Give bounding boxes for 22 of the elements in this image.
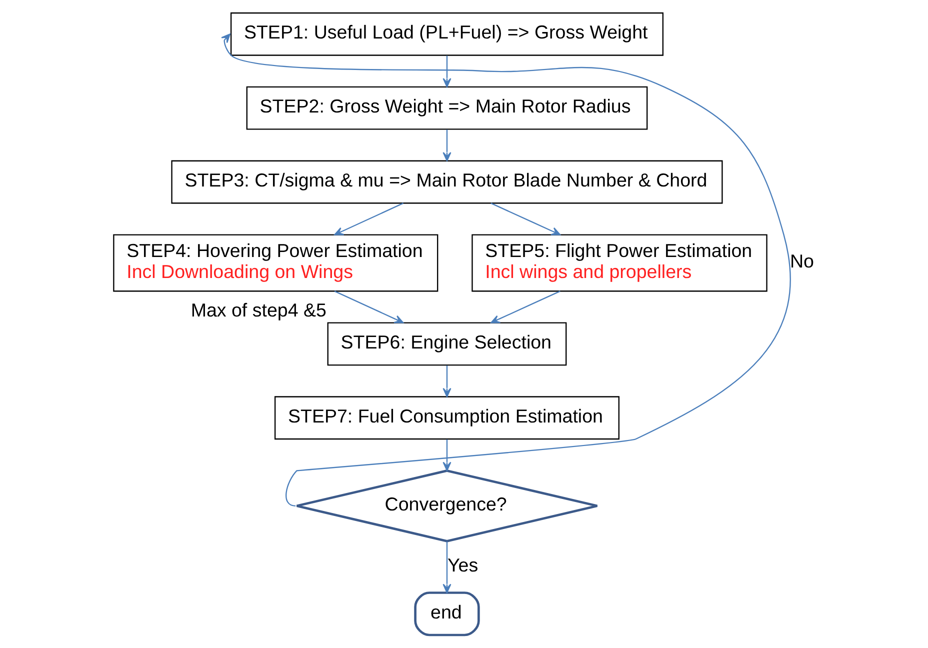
arrow: [490, 202, 561, 236]
arrow: [442, 439, 452, 472]
node-box: end: [414, 592, 480, 636]
node-label: Max of step4 &5: [190, 300, 326, 321]
arrow: [221, 34, 790, 506]
node-box: STEP7: Fuel Consumption Estimation: [274, 396, 620, 440]
node-diamond: Convergence?: [296, 470, 598, 542]
node-box: STEP2: Gross Weight => Main Rotor Radius: [246, 86, 648, 130]
arrow: [442, 130, 452, 162]
arrow: [334, 202, 404, 236]
node-box: STEP1: Useful Load (PL+Fuel) => Gross Weight: [230, 12, 664, 56]
node-box: STEP4: Hovering Power Estimation Incl Downloading on Wings: [113, 234, 438, 292]
node-box: STEP3: CT/sigma & mu => Main Rotor Blade Number & Chord: [171, 160, 723, 204]
node-box: STEP5: Flight Power Estimation Incl wings and propellers: [472, 234, 768, 292]
edge-label: Yes: [448, 554, 478, 576]
arrow: [334, 290, 404, 324]
arrow: [442, 542, 452, 594]
arrow: [442, 56, 452, 88]
edge-label: No: [790, 250, 814, 272]
arrow: [490, 290, 560, 324]
node-box: STEP6: Engine Selection: [327, 322, 567, 366]
arrow: [442, 365, 452, 398]
